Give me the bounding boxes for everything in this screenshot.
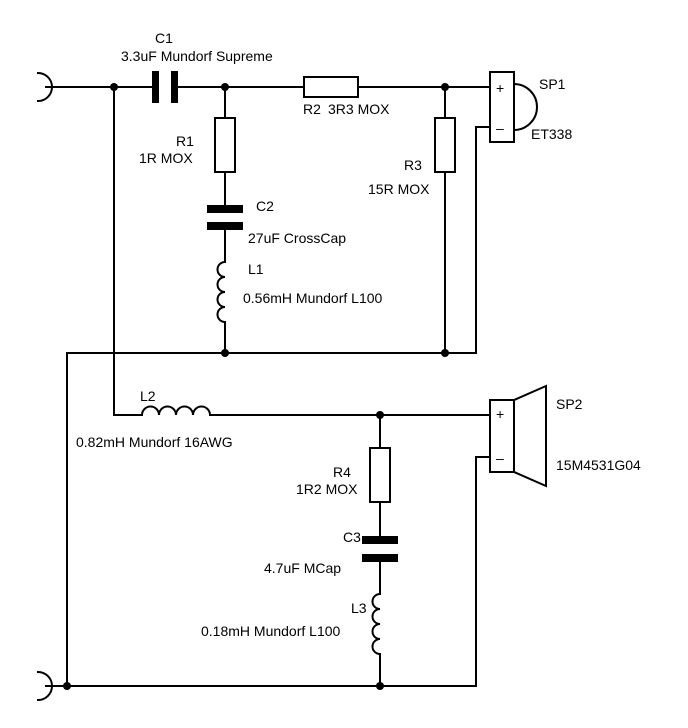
- l2-ref-label: L2: [140, 388, 156, 404]
- r3-ref-label: R3: [404, 157, 422, 173]
- r2-value-label: 3R3 MOX: [328, 101, 390, 117]
- junction-dot: [63, 682, 71, 690]
- inductor-l1: [216, 260, 227, 324]
- c3-value-label: 4.7uF MCap: [264, 560, 341, 576]
- junction-dot: [221, 349, 229, 357]
- r1-value-label: 1R MOX: [139, 150, 193, 166]
- junction-dot: [110, 83, 118, 91]
- sp2-value-label: 15M4531G04: [556, 457, 641, 473]
- capacitor-c2: [207, 205, 243, 230]
- c1-value-label: 3.3uF Mundorf Supreme: [121, 48, 273, 64]
- sp1-plus-label: +: [496, 80, 504, 96]
- junction-dot: [221, 83, 229, 91]
- r1-ref-label: R1: [176, 133, 194, 149]
- c1-ref-label: C1: [155, 30, 173, 46]
- input-terminal-positive: [36, 71, 53, 103]
- wires: [45, 86, 491, 687]
- l1-value-label: 0.56mH Mundorf L100: [243, 290, 383, 306]
- inductor-l3: [371, 592, 382, 656]
- c2-value-label: 27uF CrossCap: [248, 230, 346, 246]
- r4-value-label: 1R2 MOX: [296, 481, 358, 497]
- resistor-r4: [369, 447, 391, 503]
- speaker-sp1: [489, 71, 538, 143]
- sp1-minus-label: –: [496, 120, 504, 136]
- junctions: [63, 83, 449, 690]
- l2-value-label: 0.82mH Mundorf 16AWG: [76, 434, 233, 450]
- resistor-r2: [303, 76, 359, 98]
- r4-ref-label: R4: [333, 464, 351, 480]
- l3-value-label: 0.18mH Mundorf L100: [201, 623, 341, 639]
- l3-ref-label: L3: [351, 600, 367, 616]
- sp2-plus-label: +: [496, 406, 504, 422]
- junction-dot: [376, 682, 384, 690]
- sp2-minus-label: –: [496, 450, 504, 466]
- capacitor-c3: [362, 536, 398, 562]
- c3-ref-label: C3: [343, 529, 361, 545]
- junction-dot: [376, 411, 384, 419]
- speaker-sp2: [489, 384, 547, 488]
- junction-dot: [441, 83, 449, 91]
- resistor-r3: [434, 117, 456, 173]
- c2-ref-label: C2: [256, 198, 274, 214]
- capacitor-c1: [152, 71, 178, 103]
- r3-value-label: 15R MOX: [368, 181, 430, 197]
- resistor-r1: [214, 117, 236, 173]
- sp1-value-label: ET338: [531, 126, 572, 142]
- l1-ref-label: L1: [248, 261, 264, 277]
- sp2-ref-label: SP2: [556, 396, 583, 412]
- sp1-ref-label: SP1: [539, 76, 566, 92]
- inductor-l2: [140, 405, 212, 417]
- input-terminal-negative: [36, 670, 53, 702]
- junction-dot: [441, 349, 449, 357]
- r2-ref-label: R2: [303, 101, 321, 117]
